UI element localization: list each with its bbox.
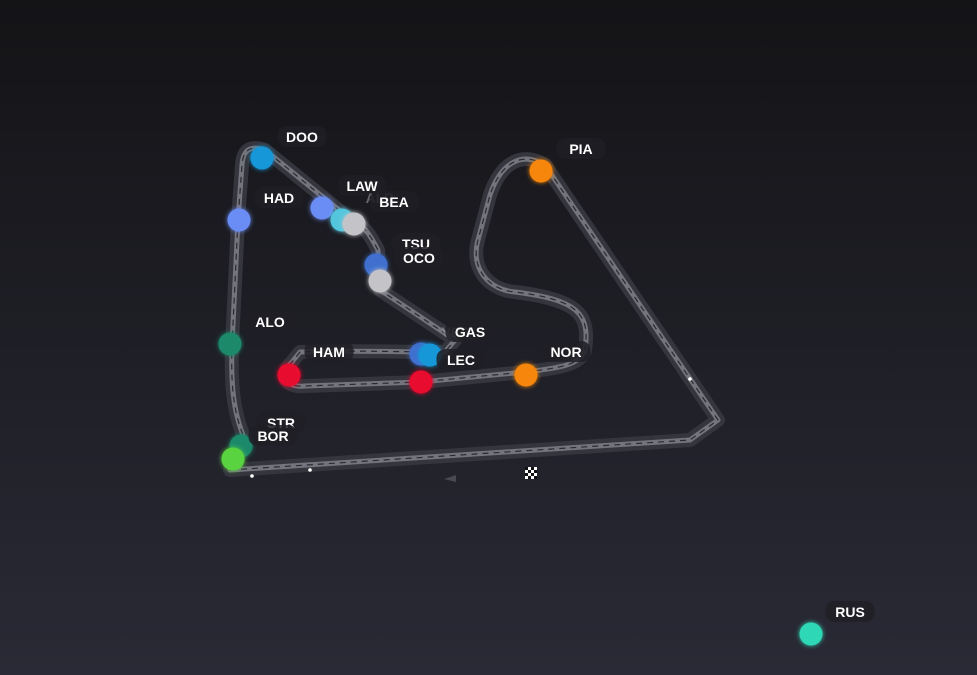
driver-marker-bor[interactable]: BOR bbox=[221, 425, 298, 471]
driver-label: GAS bbox=[455, 324, 485, 340]
driver-dot[interactable] bbox=[368, 269, 392, 293]
track-markers bbox=[250, 377, 692, 482]
driver-label: ALO bbox=[255, 314, 285, 330]
driver-dot[interactable] bbox=[799, 622, 823, 646]
driver-dot[interactable] bbox=[514, 363, 538, 387]
driver-marker-bea[interactable]: BEA bbox=[342, 191, 419, 236]
driver-label: BEA bbox=[379, 194, 409, 210]
driver-marker-nor[interactable]: NOR bbox=[514, 341, 591, 387]
driver-label-background bbox=[825, 601, 875, 622]
driver-dot[interactable] bbox=[310, 196, 334, 220]
driver-label-background bbox=[254, 187, 304, 208]
driver-label: OCO bbox=[403, 250, 435, 266]
driver-dot[interactable] bbox=[277, 363, 301, 387]
driver-label-background bbox=[445, 321, 495, 342]
driver-dot[interactable] bbox=[218, 332, 242, 356]
driver-label-background bbox=[436, 349, 486, 370]
driver-label-background bbox=[369, 191, 419, 212]
driver-marker-alo[interactable]: ALO bbox=[218, 311, 295, 356]
driver-dot[interactable] bbox=[221, 447, 245, 471]
driver-label: BOR bbox=[257, 428, 288, 444]
driver-marker-doo[interactable]: DOO bbox=[250, 126, 327, 170]
sector-marker bbox=[308, 468, 312, 472]
driver-label: HAD bbox=[264, 190, 294, 206]
driver-dot[interactable] bbox=[227, 208, 251, 232]
driver-dot[interactable] bbox=[250, 146, 274, 170]
driver-label: LAW bbox=[346, 178, 378, 194]
driver-dot[interactable] bbox=[418, 343, 442, 367]
sector-marker bbox=[250, 474, 254, 478]
driver-label-background bbox=[541, 341, 591, 362]
checkered-flag-icon bbox=[525, 467, 537, 479]
driver-marker-gas[interactable]: GAS bbox=[418, 321, 495, 367]
driver-marker-had[interactable]: HAD bbox=[227, 187, 304, 232]
direction-arrow-icon bbox=[444, 475, 456, 482]
driver-marker-law[interactable]: LAW bbox=[310, 175, 387, 220]
driver-label-background bbox=[556, 138, 606, 159]
driver-label-background bbox=[248, 425, 298, 446]
driver-label-background bbox=[337, 175, 387, 196]
driver-label: HAM bbox=[313, 344, 345, 360]
driver-dot[interactable] bbox=[529, 159, 553, 183]
driver-marker-oco[interactable]: OCO bbox=[368, 247, 444, 293]
driver-marker-rus[interactable]: RUS bbox=[799, 601, 875, 646]
driver-marker-ham[interactable]: HAM bbox=[277, 341, 354, 387]
driver-label: PIA bbox=[569, 141, 592, 157]
driver-label-background bbox=[277, 126, 327, 147]
driver-marker-pia[interactable]: PIA bbox=[529, 138, 606, 183]
drivers-layer: DOOHADLAWALBBEATSUOCOALOHAMVERGASLECNORP… bbox=[218, 126, 875, 646]
driver-label: NOR bbox=[550, 344, 581, 360]
driver-label: DOO bbox=[286, 129, 318, 145]
sector-marker bbox=[688, 377, 692, 381]
driver-label-background bbox=[304, 341, 354, 362]
driver-label-background bbox=[394, 247, 444, 268]
driver-marker-lec[interactable]: LEC bbox=[409, 349, 486, 394]
driver-label: LEC bbox=[447, 352, 475, 368]
driver-label-background bbox=[245, 311, 295, 332]
driver-dot[interactable] bbox=[342, 212, 366, 236]
driver-dot[interactable] bbox=[409, 370, 433, 394]
driver-label: RUS bbox=[835, 604, 865, 620]
